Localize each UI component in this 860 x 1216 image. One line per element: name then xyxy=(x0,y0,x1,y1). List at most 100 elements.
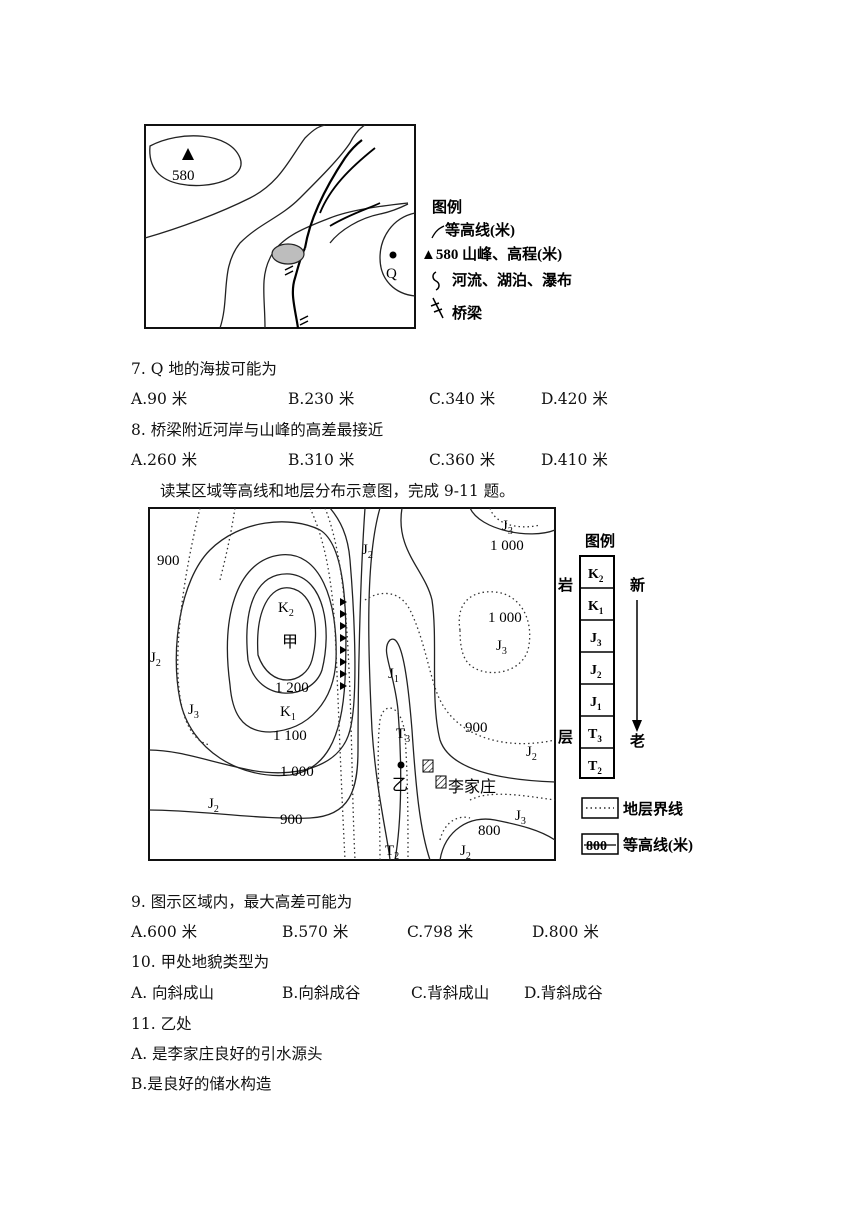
contour-legend-sample: 800 xyxy=(586,839,607,854)
bridge-symbol xyxy=(299,315,309,326)
legend-old-label: 老 xyxy=(629,732,645,750)
question-11-stem: 11. 乙处 xyxy=(131,1015,192,1033)
q9-option-c[interactable]: C.798 米 xyxy=(407,923,474,941)
stratum-codes: J3 J2 K2 J2 J3 J1 J3 K1 T3 J2 J2 J3 T2 J… xyxy=(150,518,537,862)
contour-label: 1 100 xyxy=(273,728,307,744)
contour-line xyxy=(149,135,242,187)
q10-option-d[interactable]: D.背斜成谷 xyxy=(524,984,603,1002)
point-q-dot xyxy=(389,251,397,259)
q7-option-b[interactable]: B.230 米 xyxy=(288,390,355,408)
svg-text:J2: J2 xyxy=(590,663,602,680)
contour-label: 1 200 xyxy=(275,680,309,696)
svg-text:J2: J2 xyxy=(150,650,161,669)
legend-title: 图例 xyxy=(432,198,462,216)
legend-river-label: 河流、湖泊、瀑布 xyxy=(452,271,572,289)
q8-option-d[interactable]: D.410 米 xyxy=(541,451,608,469)
legend-new-label: 新 xyxy=(630,576,645,594)
contour-legend-icon xyxy=(431,225,445,239)
figure-2-legend: 图例 岩 层 K2 K1 J3 J2 J1 T3 T2 新 老 地层界线 800 xyxy=(557,532,693,855)
village-label: 李家庄 xyxy=(448,778,496,796)
q8-option-c[interactable]: C.360 米 xyxy=(429,451,496,469)
svg-text:T2: T2 xyxy=(588,759,602,776)
place-jia-label: 甲 xyxy=(282,634,298,651)
q9-option-d[interactable]: D.800 米 xyxy=(532,923,599,941)
legend-stratum-line-label: 地层界线 xyxy=(623,800,683,818)
svg-text:J1: J1 xyxy=(388,666,399,685)
q11-option-a[interactable]: A. 是李家庄良好的引水源头 xyxy=(131,1045,323,1063)
q7-option-c[interactable]: C.340 米 xyxy=(429,390,496,408)
q8-option-b[interactable]: B.310 米 xyxy=(288,451,355,469)
svg-text:K2: K2 xyxy=(278,600,294,619)
contour-label: 900 xyxy=(280,812,303,828)
river xyxy=(303,139,363,249)
lake xyxy=(271,243,305,265)
legend-title: 图例 xyxy=(585,532,615,550)
contour-legend-box xyxy=(581,833,619,855)
village-symbol xyxy=(435,775,447,789)
legend-rock-label: 岩 xyxy=(557,576,573,594)
q8-option-a[interactable]: A.260 米 xyxy=(131,451,198,469)
point-q-label: Q xyxy=(386,266,397,282)
svg-text:J1: J1 xyxy=(590,695,602,712)
q9-option-b[interactable]: B.570 米 xyxy=(282,923,349,941)
svg-text:K1: K1 xyxy=(588,599,604,616)
q10-option-b[interactable]: B.向斜成谷 xyxy=(282,984,361,1002)
river xyxy=(329,202,381,227)
q7-option-a[interactable]: A.90 米 xyxy=(131,390,188,408)
figure-1-legend: 图例 等高线(米) ▲580 山峰、高程(米) 河流、湖泊、瀑布 桥梁 xyxy=(421,198,572,322)
svg-text:T3: T3 xyxy=(588,727,602,744)
legend-bridge-label: 桥梁 xyxy=(452,304,483,322)
question-9-stem: 9. 图示区域内，最大高差可能为 xyxy=(131,893,353,911)
svg-text:J3: J3 xyxy=(496,638,507,657)
map-frame xyxy=(144,124,416,329)
svg-text:J3: J3 xyxy=(188,702,199,721)
geologic-contour-map-figure-2: 900 1 000 1 000 1 200 1 100 1 000 900 90… xyxy=(148,507,693,862)
village-symbol xyxy=(422,759,434,773)
stratum-boundaries xyxy=(177,507,556,861)
river-legend-icon xyxy=(432,271,440,291)
contour-label: 900 xyxy=(465,720,488,736)
section-intro: 读某区域等高线和地层分布示意图，完成 9-11 题。 xyxy=(160,482,515,500)
arrow-down-icon xyxy=(632,720,642,732)
contour-line xyxy=(329,203,409,244)
contour-line xyxy=(379,212,416,297)
svg-text:J2: J2 xyxy=(460,843,471,862)
q7-option-d[interactable]: D.420 米 xyxy=(541,390,608,408)
contour-label: 1 000 xyxy=(488,610,522,626)
svg-text:J3: J3 xyxy=(502,518,513,537)
q10-option-c[interactable]: C.背斜成山 xyxy=(411,984,490,1002)
svg-text:T3: T3 xyxy=(396,726,410,745)
strata-column xyxy=(579,555,615,779)
q10-option-a[interactable]: A. 向斜成山 xyxy=(131,984,215,1002)
contour-label: 900 xyxy=(157,553,180,569)
legend-layer-label: 层 xyxy=(558,729,573,746)
q11-option-b[interactable]: B.是良好的储水构造 xyxy=(131,1075,272,1093)
river xyxy=(319,147,376,214)
peak-elevation-label: 580 xyxy=(172,168,195,184)
question-7-stem: 7. Q 地的海拔可能为 xyxy=(131,360,277,378)
question-8-stem: 8. 桥梁附近河岸与山峰的高差最接近 xyxy=(131,421,384,439)
svg-text:J2: J2 xyxy=(526,744,537,763)
legend-contour-label: 等高线(米) xyxy=(445,221,515,239)
bridge-symbol xyxy=(284,265,294,276)
peak-triangle-icon xyxy=(182,148,194,160)
svg-text:K1: K1 xyxy=(280,704,296,723)
q9-option-a[interactable]: A.600 米 xyxy=(131,923,198,941)
map-frame xyxy=(148,507,556,861)
question-10-stem: 10. 甲处地貌类型为 xyxy=(131,953,270,971)
svg-text:J2: J2 xyxy=(362,542,373,561)
svg-text:J3: J3 xyxy=(590,631,602,648)
contour-map-figure-1: 580 Q 图例 等高线(米) ▲580 山峰、高程(米) 河流、湖泊、瀑布 桥… xyxy=(144,124,572,329)
stratum-line-legend-box xyxy=(581,797,619,819)
svg-text:K2: K2 xyxy=(588,567,604,584)
strata-column-codes: K2 K1 J3 J2 J1 T3 T2 xyxy=(588,567,604,776)
legend-contour-label: 等高线(米) xyxy=(623,836,693,854)
contour-line xyxy=(144,124,326,239)
svg-text:J2: J2 xyxy=(208,796,219,815)
legend-peak-label: ▲580 山峰、高程(米) xyxy=(421,245,562,263)
point-yi-dot xyxy=(397,761,405,769)
contour-label: 1 000 xyxy=(280,764,314,780)
svg-text:J3: J3 xyxy=(515,808,526,827)
bridge-legend-icon xyxy=(430,297,444,319)
contour-label: 800 xyxy=(478,823,501,839)
